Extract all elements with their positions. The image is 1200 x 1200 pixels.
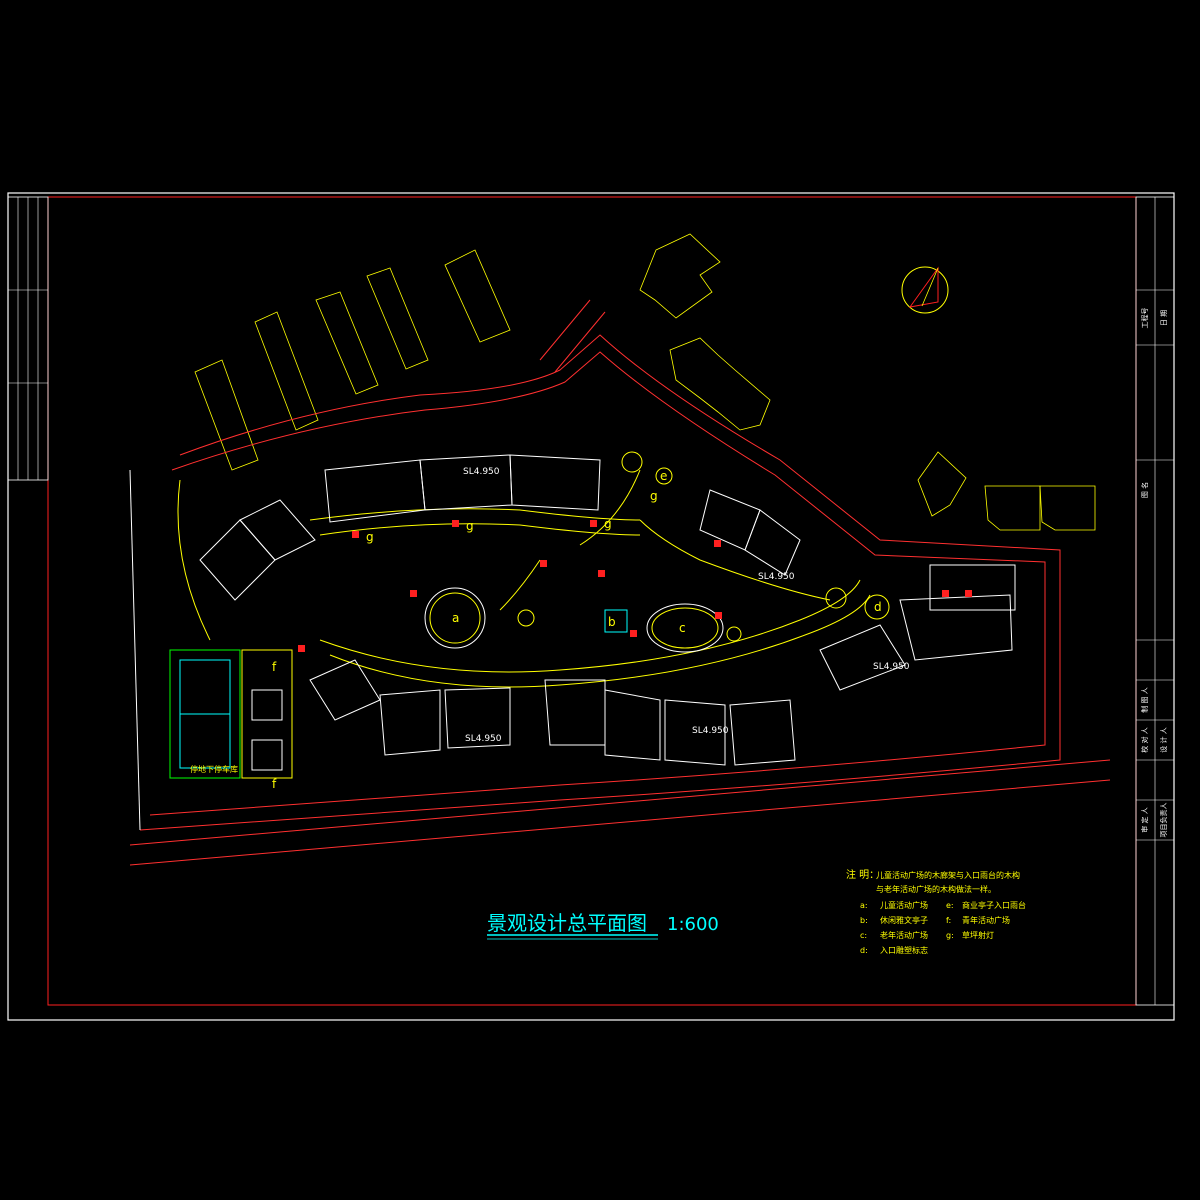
elevation-label: SL4.950 xyxy=(463,467,500,477)
north-arrow-icon xyxy=(901,266,949,314)
drawing-scale: 1:600 xyxy=(667,914,719,935)
elevation-label: SL4.950 xyxy=(873,662,910,672)
sheet-frame xyxy=(7,192,1175,1021)
elevation-label: SL4.950 xyxy=(692,726,729,736)
title-block-project-no: 工程号 xyxy=(1140,308,1149,329)
elevation-label: SL4.950 xyxy=(758,572,795,582)
zone-g2-label: g xyxy=(466,519,474,533)
zone-d-label: d xyxy=(874,600,882,614)
feature-circles xyxy=(424,451,890,653)
children-plaza-circle xyxy=(424,587,486,649)
zone-g3-label: g xyxy=(604,517,612,531)
neighbour-buildings xyxy=(194,233,1096,531)
zone-g1-label: g xyxy=(366,530,374,544)
court-label: 停地下停车库 xyxy=(190,764,238,774)
notes-block: 注 明： 儿童活动广场的木廊架与入口雨台的木构 与老年活动广场的木构做法一样。 … xyxy=(846,868,1026,955)
sig-drafter: 制 图 人 xyxy=(1140,687,1149,712)
left-binding-strip xyxy=(7,196,49,481)
sig-project-lead: 项目负责人 xyxy=(1159,803,1168,838)
legend-key: a: xyxy=(860,901,868,910)
legend-text: 商业亭子入口雨台 xyxy=(962,900,1026,910)
internal-paths xyxy=(177,469,871,688)
legend-text: 老年活动广场 xyxy=(880,930,928,940)
sig-designer: 设 计 人 xyxy=(1159,727,1168,752)
legend-key: c: xyxy=(860,931,867,940)
zone-f2-label: f xyxy=(272,777,277,791)
legend-key: g: xyxy=(946,931,954,940)
zone-a-label: a xyxy=(452,611,459,625)
legend-text: 草坪射灯 xyxy=(962,930,994,940)
zone-e-label: e xyxy=(660,469,667,483)
legend-text: 入口雕塑标志 xyxy=(880,945,928,955)
zone-c-label: c xyxy=(679,621,686,635)
legend-key: f: xyxy=(946,916,951,925)
notes-heading: 注 明： xyxy=(846,868,879,881)
drawing-title: 景观设计总平面图 1:600 xyxy=(487,911,719,940)
zone-f1-label: f xyxy=(272,660,277,674)
drawing-title-text: 景观设计总平面图 xyxy=(487,911,647,935)
title-block-drawing-name: 图 名 xyxy=(1140,482,1149,498)
notes-line-1: 儿童活动广场的木廊架与入口雨台的木构 xyxy=(876,870,1020,880)
legend-key: d: xyxy=(860,946,868,955)
lawn-light-markers xyxy=(298,520,972,652)
legend-key: b: xyxy=(860,916,868,925)
inner-border xyxy=(47,196,1137,1006)
legend-text: 青年活动广场 xyxy=(962,915,1010,925)
title-block-date: 日 期 xyxy=(1160,310,1168,326)
zone-labels: a b c d e f f g g g g xyxy=(272,469,882,791)
legend-text: 休闲雅文亭子 xyxy=(880,915,928,925)
notes-line-2: 与老年活动广场的木构做法一样。 xyxy=(876,884,996,894)
title-block: 工程号 日 期 图 名 审 定 人 项目负责人 校 对 人 设 计 人 制 图 … xyxy=(1135,196,1175,1006)
sig-approver: 审 定 人 xyxy=(1140,807,1149,832)
zone-b-label: b xyxy=(608,615,616,629)
residential-buildings xyxy=(199,454,1016,766)
legend-text: 儿童活动广场 xyxy=(880,900,928,910)
title-block-signatures: 审 定 人 项目负责人 校 对 人 设 计 人 制 图 人 xyxy=(1140,687,1168,837)
tennis-court: 停地下停车库 xyxy=(169,649,293,779)
elevation-labels: SL4.950 SL4.950 SL4.950 SL4.950 SL4.950 xyxy=(463,467,910,744)
elderly-plaza-ellipse xyxy=(646,603,724,653)
site-roads xyxy=(129,299,1111,866)
legend-key: e: xyxy=(946,901,954,910)
elevation-label: SL4.950 xyxy=(465,734,502,744)
sig-checker: 校 对 人 xyxy=(1140,727,1149,752)
zone-g4-label: g xyxy=(650,489,658,503)
